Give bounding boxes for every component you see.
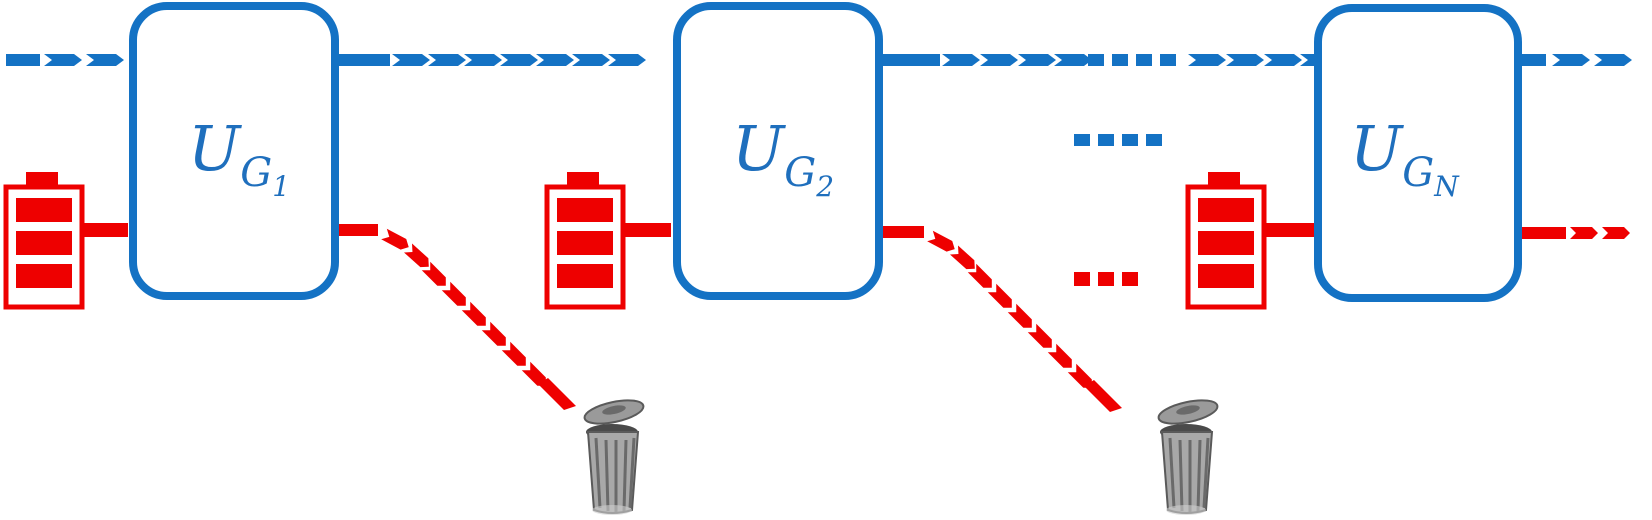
gate-n-label: UGN	[1350, 112, 1460, 203]
trash-bin-icon	[1157, 399, 1219, 515]
discard-wire	[336, 224, 576, 410]
gate-2	[673, 2, 883, 300]
ellipsis-icon	[1074, 272, 1138, 286]
gate-1	[129, 2, 339, 300]
ancilla-input-wire	[1266, 223, 1316, 237]
battery-icon	[544, 172, 626, 310]
gate-n	[1314, 4, 1522, 302]
trash-bin-icon	[583, 399, 645, 515]
ellipsis-icon	[1074, 134, 1162, 146]
gate-1-label: UG1	[188, 112, 290, 203]
ancilla-input-wire	[82, 223, 128, 237]
top-wire	[6, 54, 1632, 66]
discard-wire	[882, 226, 1122, 412]
battery-icon	[1185, 172, 1267, 310]
battery-icon	[3, 172, 85, 310]
gate-2-label: UG2	[732, 112, 834, 203]
ancilla-input-wire	[625, 223, 671, 237]
ancilla-output-wire	[1522, 227, 1630, 239]
